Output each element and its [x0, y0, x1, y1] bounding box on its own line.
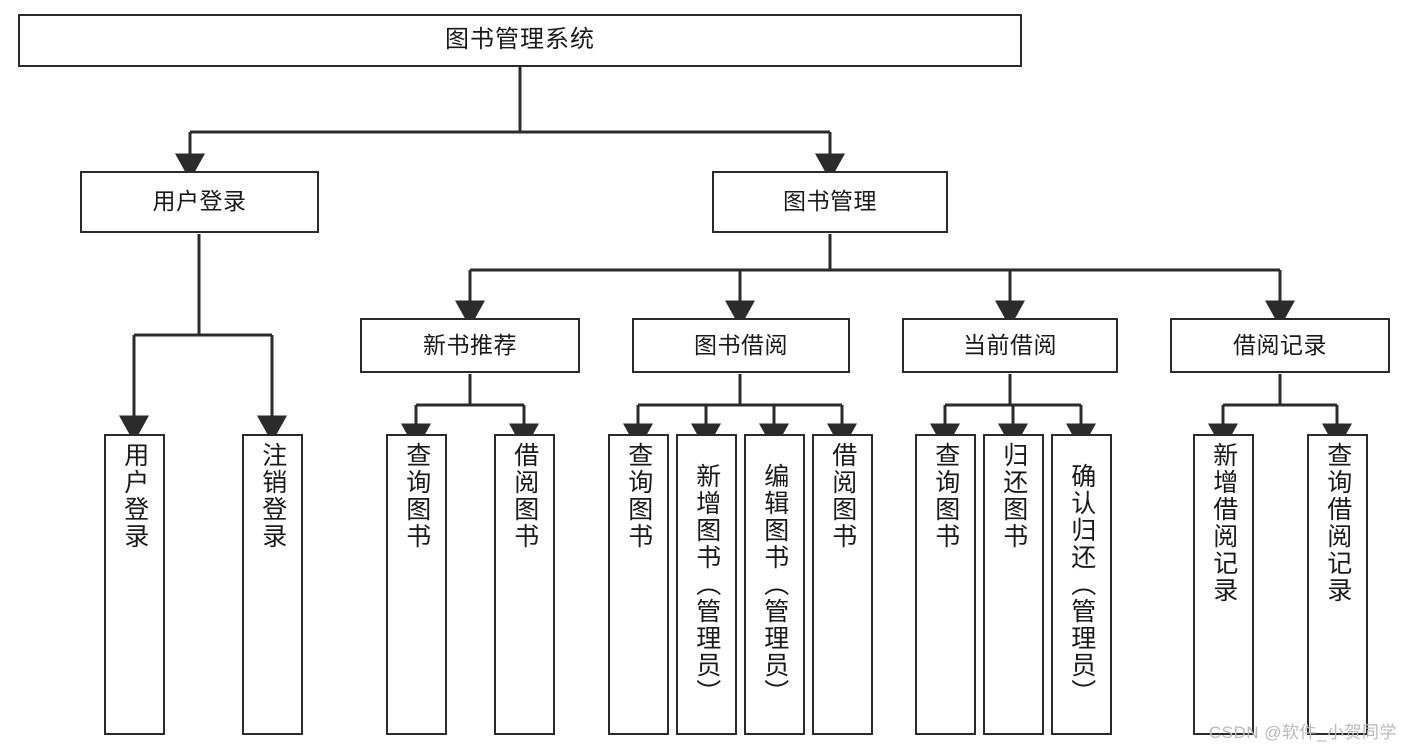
- leaf-new-book-query-label: 查询图书: [402, 442, 431, 550]
- node-root-system-label: 图书管理系统: [445, 26, 595, 54]
- leaf-user-login-login[interactable]: 用户登录: [104, 434, 165, 735]
- leaf-book-borrow-add-label: 新增图书（管理员）: [692, 463, 721, 706]
- node-book-management-label: 图书管理: [783, 188, 877, 215]
- leaf-current-borrow-query-label: 查询图书: [931, 442, 960, 550]
- node-new-book-recommend-label: 新书推荐: [423, 331, 517, 358]
- leaf-book-borrow-edit-label: 编辑图书（管理员）: [760, 463, 789, 706]
- leaf-book-borrow-add[interactable]: 新增图书（管理员）: [676, 434, 737, 735]
- leaf-user-login-logout-label: 注销登录: [258, 442, 287, 550]
- node-book-borrow-label: 图书借阅: [694, 331, 788, 358]
- leaf-book-borrow-borrow[interactable]: 借阅图书: [812, 434, 873, 735]
- node-borrow-record-label: 借阅记录: [1233, 331, 1327, 358]
- node-current-borrow-label: 当前借阅: [963, 331, 1057, 358]
- leaf-borrow-record-query[interactable]: 查询借阅记录: [1307, 434, 1368, 735]
- leaf-current-borrow-confirm[interactable]: 确认归还（管理员）: [1051, 434, 1112, 735]
- leaf-book-borrow-borrow-label: 借阅图书: [828, 442, 857, 550]
- leaf-user-login-logout[interactable]: 注销登录: [242, 434, 303, 735]
- leaf-new-book-borrow-label: 借阅图书: [510, 442, 539, 550]
- node-book-management[interactable]: 图书管理: [712, 171, 948, 233]
- leaf-current-borrow-confirm-label: 确认归还（管理员）: [1067, 463, 1096, 706]
- leaf-new-book-query[interactable]: 查询图书: [386, 434, 447, 735]
- node-root-system[interactable]: 图书管理系统: [18, 14, 1022, 67]
- leaf-current-borrow-return-label: 归还图书: [999, 442, 1028, 550]
- leaf-current-borrow-query[interactable]: 查询图书: [915, 434, 976, 735]
- node-borrow-record[interactable]: 借阅记录: [1170, 318, 1390, 373]
- leaf-current-borrow-return[interactable]: 归还图书: [983, 434, 1044, 735]
- leaf-book-borrow-edit[interactable]: 编辑图书（管理员）: [744, 434, 805, 735]
- node-user-login-label: 用户登录: [152, 188, 247, 215]
- leaf-borrow-record-query-label: 查询借阅记录: [1323, 442, 1352, 604]
- leaf-borrow-record-add[interactable]: 新增借阅记录: [1193, 434, 1254, 735]
- node-new-book-recommend[interactable]: 新书推荐: [360, 318, 580, 373]
- leaf-book-borrow-query-label: 查询图书: [624, 442, 653, 550]
- leaf-new-book-borrow[interactable]: 借阅图书: [494, 434, 555, 735]
- node-user-login[interactable]: 用户登录: [80, 171, 319, 233]
- leaf-user-login-login-label: 用户登录: [120, 442, 149, 550]
- leaf-borrow-record-add-label: 新增借阅记录: [1209, 442, 1238, 604]
- node-book-borrow[interactable]: 图书借阅: [632, 318, 850, 373]
- leaf-book-borrow-query[interactable]: 查询图书: [608, 434, 669, 735]
- node-current-borrow[interactable]: 当前借阅: [902, 318, 1118, 373]
- watermark-text: CSDN @软件_小贺同学: [1208, 723, 1397, 742]
